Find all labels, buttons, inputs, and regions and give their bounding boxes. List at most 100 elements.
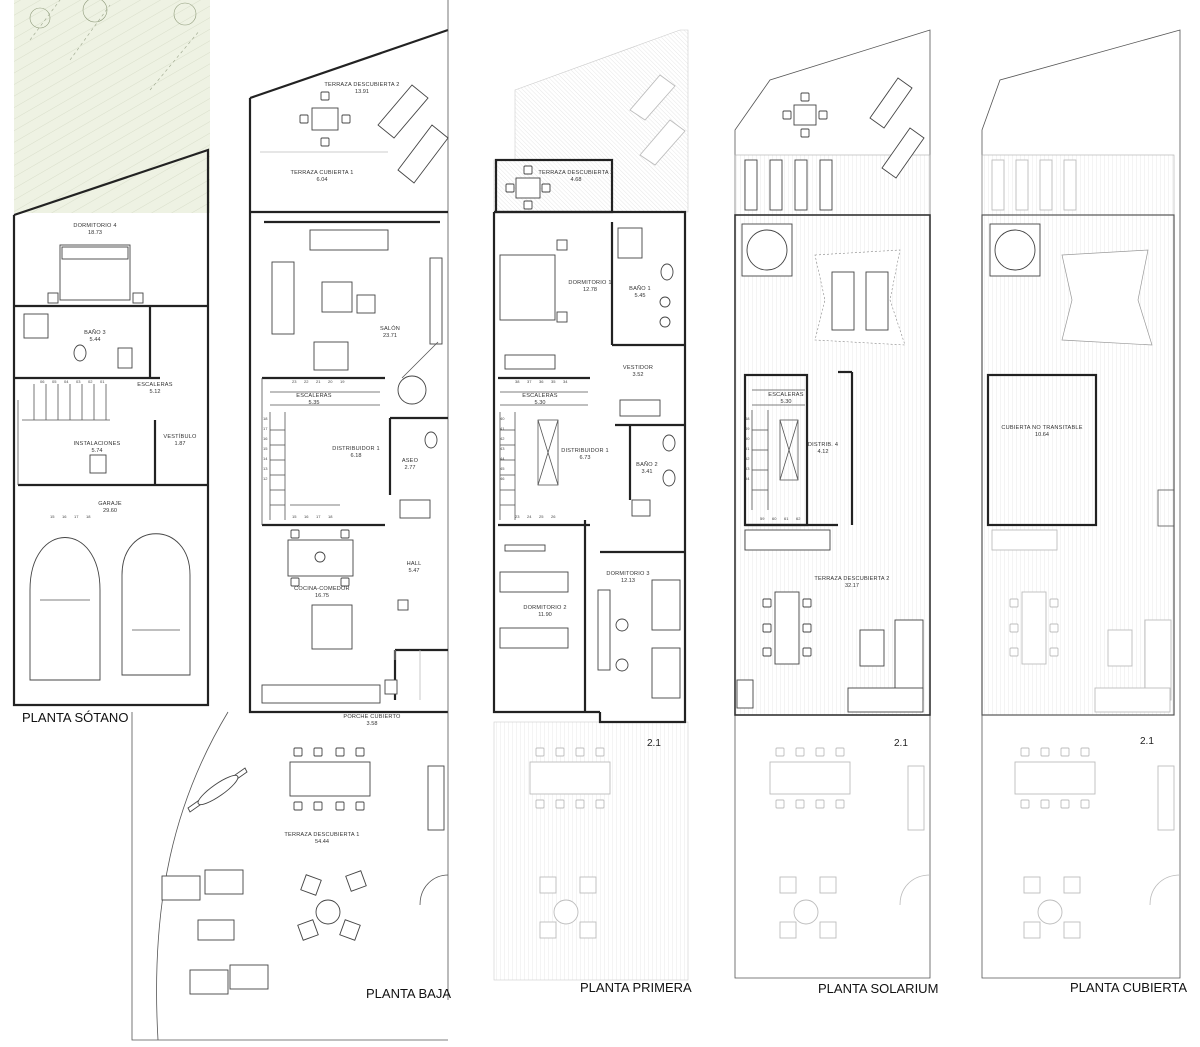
room-area: 5.47 <box>409 568 420 574</box>
room-label: ASEO <box>402 458 419 464</box>
room-label: VESTÍBULO <box>163 433 197 440</box>
tree-icon <box>173 2 197 26</box>
svg-text:43: 43 <box>500 446 505 451</box>
kitchen-island <box>311 604 353 650</box>
ghost-outdoor-furniture <box>529 747 611 939</box>
sofa <box>847 687 924 713</box>
room-area: 23.71 <box>383 333 397 339</box>
room-label: TERRAZA CUBIERTA 1 <box>290 170 353 176</box>
coffee-table <box>321 281 353 313</box>
room-label: HALL <box>407 561 422 567</box>
plan-title: PLANTA CUBIERTA <box>1070 980 1187 995</box>
svg-text:16: 16 <box>62 514 67 519</box>
plan-title: PLANTA BAJA <box>366 986 451 1001</box>
svg-text:52: 52 <box>745 456 750 461</box>
sun-lounger <box>397 124 449 184</box>
svg-text:38: 38 <box>515 379 520 384</box>
room-area: 5.30 <box>781 399 792 405</box>
svg-text:06: 06 <box>40 379 45 384</box>
car-icon <box>29 537 101 681</box>
staircase <box>499 391 588 520</box>
room-area: 11.90 <box>538 612 552 618</box>
outdoor-furniture <box>161 747 445 995</box>
svg-text:59: 59 <box>760 516 765 521</box>
roof-furniture <box>989 159 1172 713</box>
svg-text:37: 37 <box>527 379 532 384</box>
room-area: 32.17 <box>845 583 859 589</box>
svg-text:17: 17 <box>316 514 321 519</box>
room-label: COCINA-COMEDOR <box>294 586 350 592</box>
svg-text:49: 49 <box>745 426 750 431</box>
svg-text:02: 02 <box>88 379 93 384</box>
room-area: 1.87 <box>175 441 186 447</box>
single-bed <box>651 579 681 631</box>
desk <box>597 589 611 671</box>
section-tag: 2.1 <box>894 738 908 749</box>
section-tag: 2.1 <box>1140 736 1154 747</box>
room-label: DISTRIB. 4 <box>808 442 838 448</box>
svg-text:25: 25 <box>539 514 544 519</box>
room-area: 5.35 <box>309 400 320 406</box>
svg-text:54: 54 <box>745 476 750 481</box>
svg-text:51: 51 <box>745 446 750 451</box>
svg-text:17: 17 <box>74 514 79 519</box>
svg-text:35: 35 <box>551 379 556 384</box>
room-area: 4.68 <box>571 177 582 183</box>
sun-lounger <box>831 271 855 331</box>
room-label: SALÓN <box>380 325 400 332</box>
svg-text:18: 18 <box>86 514 91 519</box>
single-bed <box>499 627 569 649</box>
svg-text:13: 13 <box>263 466 268 471</box>
room-label: CUBIERTA NO TRANSITABLE <box>1001 425 1082 431</box>
svg-text:45: 45 <box>500 466 505 471</box>
svg-text:01: 01 <box>100 379 105 384</box>
non-walkable-roof <box>986 373 1098 527</box>
svg-text:61: 61 <box>784 516 789 521</box>
svg-text:14: 14 <box>263 456 268 461</box>
terrace-furniture <box>736 77 925 713</box>
svg-text:26: 26 <box>551 514 556 519</box>
room-area: 13.91 <box>355 89 369 95</box>
room-label: INSTALACIONES <box>74 441 121 447</box>
room-area: 54.44 <box>315 839 329 845</box>
toilet <box>660 263 674 281</box>
room-label: TERRAZA DESCUBIERTA 2 <box>538 170 613 176</box>
plan-cubierta: CUBIERTA NO TRANSITABLE 10.64 2.1 PLANTA… <box>981 29 1187 995</box>
svg-text:23: 23 <box>515 514 520 519</box>
room-area: 10.64 <box>1035 432 1049 438</box>
section-tag: 2.1 <box>647 738 661 749</box>
car-icon <box>121 533 191 676</box>
svg-text:62: 62 <box>796 516 801 521</box>
room-label: ESCALERAS <box>296 393 331 399</box>
plan-title: PLANTA PRIMERA <box>580 980 692 995</box>
plan-title: PLANTA SÓTANO <box>22 710 128 725</box>
room-area: 5.74 <box>92 448 103 454</box>
sun-lounger <box>377 84 429 139</box>
tree-icon <box>82 0 108 23</box>
outdoor-kitchen <box>744 529 831 551</box>
plan-sotano: 06 05 04 03 02 01 15 16 17 18 DORMITORIO… <box>12 0 210 725</box>
room-area: 12.13 <box>621 578 635 584</box>
svg-text:60: 60 <box>772 516 777 521</box>
svg-text:36: 36 <box>539 379 544 384</box>
shower-tray <box>617 227 643 259</box>
room-label: TERRAZA DESCUBIERTA 2 <box>324 82 399 88</box>
stair-numbers-baja: 23 22 21 20 19 18 17 16 15 14 13 12 15 1… <box>263 379 345 519</box>
svg-text:15: 15 <box>50 514 55 519</box>
svg-text:53: 53 <box>745 466 750 471</box>
svg-text:22: 22 <box>304 379 309 384</box>
staircase <box>751 389 805 510</box>
toilet <box>73 344 87 362</box>
toilet <box>662 434 676 452</box>
room-area: 5.12 <box>150 389 161 395</box>
room-label: DORMITORIO 1 <box>568 280 611 286</box>
plan-solarium: 48 49 50 51 52 53 54 59 60 61 62 <box>734 29 938 996</box>
svg-text:23: 23 <box>292 379 297 384</box>
svg-text:19: 19 <box>340 379 345 384</box>
svg-text:24: 24 <box>527 514 532 519</box>
svg-text:40: 40 <box>500 416 505 421</box>
sofa <box>161 875 201 901</box>
sofa <box>271 261 295 335</box>
sun-lounger <box>865 271 889 331</box>
room-area: 5.45 <box>635 293 646 299</box>
